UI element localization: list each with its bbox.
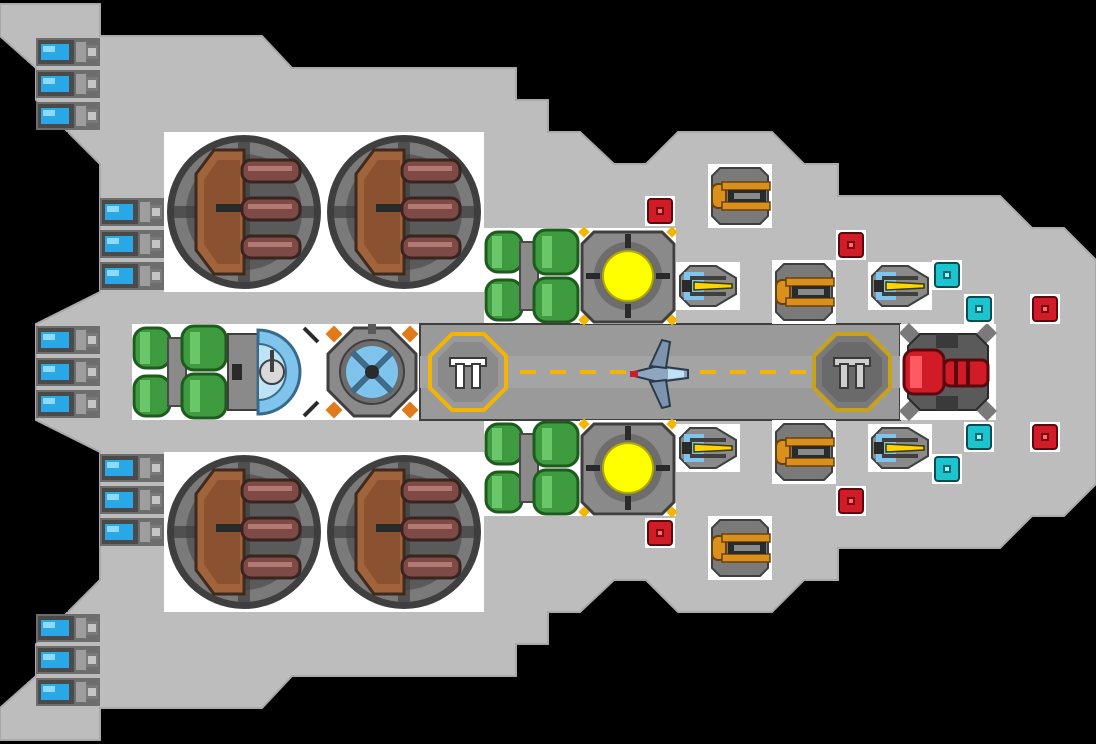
red-light-icon: [835, 485, 867, 517]
yellow-core-turret-icon: [576, 416, 680, 520]
engine-thruster-icon: [100, 454, 164, 482]
engine-thruster-icon: [36, 326, 100, 354]
engine-thruster-icon: [100, 198, 164, 226]
blue-railgun-icon: [675, 423, 741, 473]
cyan-light-icon: [931, 259, 963, 291]
fighter-jet-icon: [630, 338, 689, 410]
landing-pad-icon: [812, 332, 892, 412]
blue-railgun-icon: [675, 261, 741, 311]
engine-thruster-icon: [36, 358, 100, 386]
orange-cannon-icon: [771, 259, 837, 325]
engine-thruster-icon: [36, 102, 100, 130]
engine-thruster-icon: [36, 390, 100, 418]
reactor-missile-pod-icon: [322, 450, 486, 614]
fuel-tank-icon: [482, 226, 582, 326]
engine-thruster-icon: [36, 646, 100, 674]
red-light-icon: [644, 517, 676, 549]
red-light-icon: [644, 195, 676, 227]
red-light-icon: [1029, 293, 1061, 325]
engine-thruster-icon: [36, 678, 100, 706]
red-plasma-turret-icon: [899, 323, 997, 421]
orange-cannon-icon: [771, 419, 837, 485]
engine-thruster-icon: [36, 70, 100, 98]
thruster-group-top: [36, 38, 100, 130]
red-light-icon: [835, 229, 867, 261]
blue-railgun-icon: [867, 261, 933, 311]
thruster-group-bottom: [36, 614, 100, 706]
engine-thruster-icon: [36, 614, 100, 642]
thruster-group-center: [36, 326, 100, 418]
engine-thruster-icon: [36, 38, 100, 66]
engine-thruster-icon: [100, 486, 164, 514]
engine-thruster-icon: [100, 518, 164, 546]
fuel-tank-icon: [482, 418, 582, 518]
thruster-group-lower-mid: [100, 454, 164, 546]
engine-thruster-icon: [100, 262, 164, 290]
blue-railgun-icon: [867, 423, 933, 473]
reactor-missile-pod-icon: [322, 130, 486, 294]
shield-dome-icon: [227, 324, 324, 420]
landing-pad-icon: [428, 332, 508, 412]
fuel-tank-icon: [130, 322, 230, 422]
yellow-core-turret-icon: [576, 224, 680, 328]
reactor-missile-pod-icon: [162, 450, 326, 614]
cyan-light-icon: [931, 453, 963, 485]
orange-cannon-icon: [707, 515, 773, 581]
engine-thruster-icon: [100, 230, 164, 258]
cyan-light-icon: [963, 421, 995, 453]
reactor-missile-pod-icon: [162, 130, 326, 294]
red-light-icon: [1029, 421, 1061, 453]
orange-cannon-icon: [707, 163, 773, 229]
fan-vent-icon: [324, 324, 420, 420]
cyan-light-icon: [963, 293, 995, 325]
thruster-group-upper-mid: [100, 198, 164, 290]
hangar-bay: [419, 323, 901, 421]
